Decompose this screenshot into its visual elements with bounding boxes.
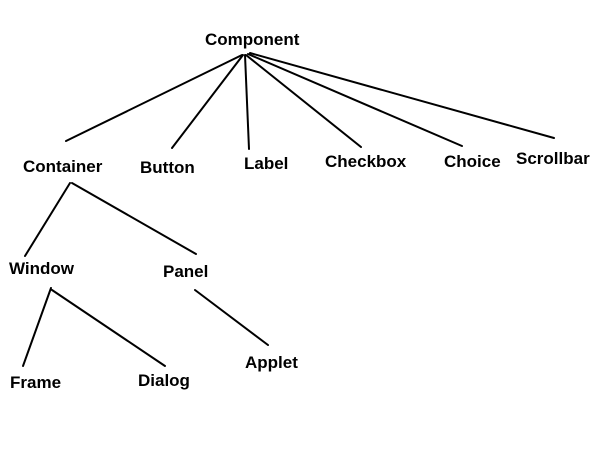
edge-window-frame <box>22 287 52 367</box>
edge-container-window <box>24 182 71 257</box>
edge-component-button <box>171 54 244 149</box>
node-choice: Choice <box>444 152 501 171</box>
edge-panel-applet <box>194 289 269 346</box>
node-applet: Applet <box>245 353 298 372</box>
edge-component-checkbox <box>245 54 362 148</box>
edge-container-panel <box>71 182 197 255</box>
edge-component-scrollbar <box>249 52 555 139</box>
node-frame: Frame <box>10 373 61 392</box>
node-component: Component <box>205 30 300 49</box>
edges <box>22 52 555 367</box>
node-checkbox: Checkbox <box>325 152 407 171</box>
node-panel: Panel <box>163 262 208 281</box>
nodes: Component Container Button Label Checkbo… <box>9 30 590 392</box>
node-button: Button <box>140 158 195 177</box>
edge-window-dialog <box>51 289 166 367</box>
edge-component-choice <box>247 53 463 147</box>
edge-component-container <box>65 54 243 142</box>
node-container: Container <box>23 157 103 176</box>
node-window: Window <box>9 259 75 278</box>
node-label: Label <box>244 154 288 173</box>
node-scrollbar: Scrollbar <box>516 149 590 168</box>
edge-component-label <box>244 54 250 150</box>
node-dialog: Dialog <box>138 371 190 390</box>
